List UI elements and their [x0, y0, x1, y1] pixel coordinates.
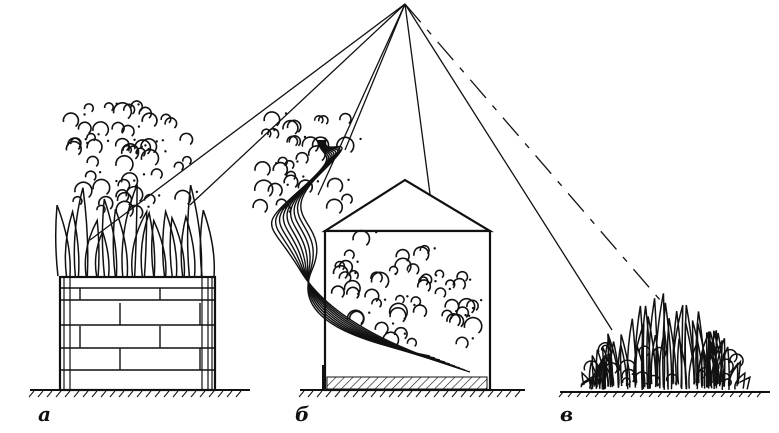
ground-ticks [28, 390, 763, 398]
label-b: б [295, 402, 310, 426]
smoke-a [62, 100, 199, 219]
smoke-b-inside [330, 229, 483, 349]
pile-fire-c [580, 293, 751, 391]
structure-a [58, 275, 217, 392]
smoke-plume-b [271, 139, 471, 373]
label-a: а [38, 402, 51, 426]
sight-lines [89, 3, 661, 331]
smoke-b-top [252, 111, 362, 214]
label-c: в [560, 402, 574, 426]
flames-a [54, 184, 216, 277]
